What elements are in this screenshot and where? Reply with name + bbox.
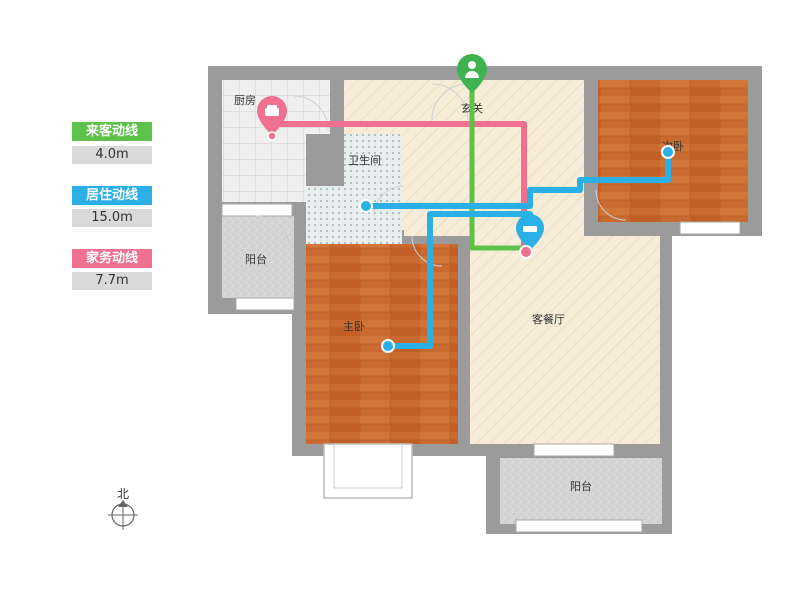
legend-chore-route-label: 家务动线	[72, 249, 152, 268]
corridor-floor	[404, 130, 584, 236]
bathroom-endpoint	[359, 199, 373, 213]
compass-label: 北	[117, 487, 129, 501]
room-label-kitchen: 厨房	[234, 94, 256, 107]
room-label-master-bedroom: 主卧	[343, 320, 365, 333]
legend-living-route-value: 15.0m	[72, 209, 152, 227]
window-second-bedroom	[679, 221, 741, 235]
master-bedroom-endpoint	[381, 339, 395, 353]
bay-window-inner	[333, 443, 403, 489]
sofa-pin-icon	[516, 214, 544, 259]
left-balcony-floor	[222, 216, 294, 298]
window-left-balcony	[235, 297, 295, 311]
legend-living-route-label: 居住动线	[72, 186, 152, 205]
bottom-balcony-floor	[500, 458, 662, 524]
cooking-pot-pin-icon	[257, 96, 287, 141]
room-label-living-dining: 客餐厅	[532, 312, 565, 326]
living-route-line-second-bedroom	[363, 149, 671, 209]
person-pin-icon	[457, 54, 487, 93]
window-bottom-balcony	[515, 519, 643, 533]
room-label-left-balcony: 阳台	[245, 252, 267, 266]
bathroom-wall-notch	[306, 134, 344, 186]
legend-guest-route-value: 4.0m	[72, 146, 152, 164]
second-bedroom-endpoint	[661, 145, 675, 159]
legend-chore-route-value: 7.7m	[72, 272, 152, 290]
legend-guest-route-label: 来客动线	[72, 122, 152, 141]
bay-window	[323, 443, 413, 499]
north-compass-icon	[108, 500, 138, 530]
window-living-balcony	[533, 443, 615, 457]
window-kitchen-balcony	[221, 203, 293, 217]
living-dining-floor	[470, 236, 660, 444]
living-route-line-master-bedroom	[385, 211, 533, 349]
room-label-bottom-balcony: 阳台	[570, 479, 592, 493]
room-label-bathroom: 卫生间	[348, 153, 381, 167]
chore-route-line	[269, 121, 527, 255]
guest-route-line	[469, 73, 533, 251]
